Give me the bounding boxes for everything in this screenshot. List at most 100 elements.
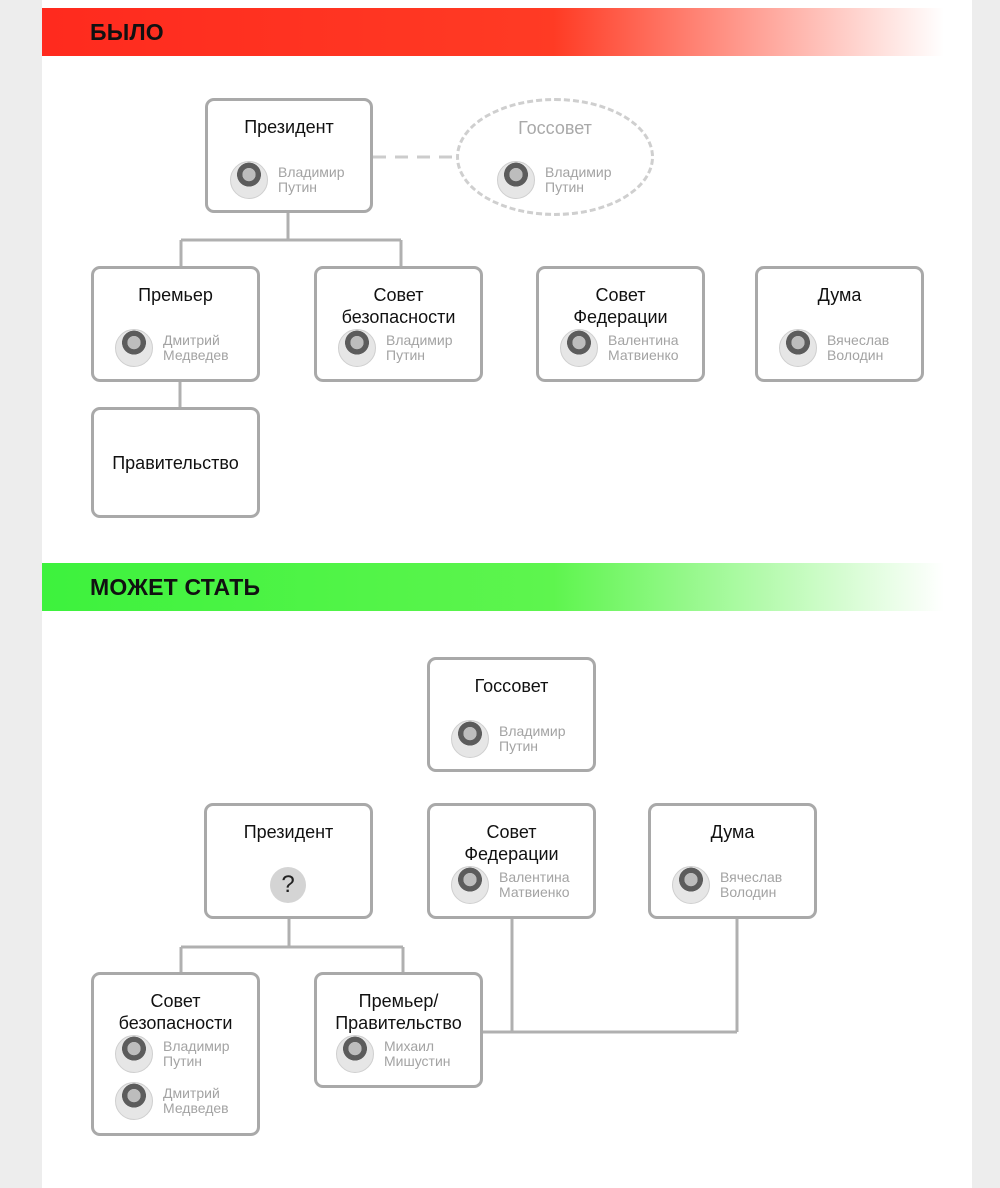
node-title: Президент <box>244 117 334 137</box>
person-name: Владимир Путин <box>386 333 453 363</box>
node-before-president: Президент Владимир Путин <box>205 98 373 213</box>
person-last-name: Матвиенко <box>608 347 679 363</box>
node-title: Совет Федерации <box>430 821 593 865</box>
node-title: Госсовет <box>474 676 549 696</box>
node-after-premier-government: Премьер/ Правительство Михаил Мишустин <box>314 972 483 1088</box>
person-last-name: Медведев <box>163 347 229 363</box>
person-first-name: Владимир <box>163 1038 230 1054</box>
portrait-matvienko-avatar <box>451 866 489 904</box>
person-first-name: Дмитрий <box>163 332 220 348</box>
portrait-putin-avatar <box>230 161 268 199</box>
person-last-name: Володин <box>720 884 777 900</box>
person-entry: Владимир Путин <box>497 161 612 199</box>
node-before-government: Правительство <box>91 407 260 518</box>
person-entry: Дмитрий Медведев <box>115 329 229 367</box>
person-entry: Владимир Путин <box>115 1035 230 1073</box>
person-name: Владимир Путин <box>278 165 345 195</box>
person-first-name: Валентина <box>499 869 570 885</box>
node-title: Президент <box>243 822 334 842</box>
section-banner-before: БЫЛО <box>42 8 972 56</box>
node-title: Дума <box>710 822 755 842</box>
person-last-name: Путин <box>278 179 318 195</box>
portrait-putin-avatar <box>497 161 535 199</box>
person-entry: Валентина Матвиенко <box>451 866 570 904</box>
portrait-putin-avatar <box>451 720 489 758</box>
portrait-mishustin-avatar <box>336 1035 374 1073</box>
portrait-putin-avatar <box>115 1035 153 1073</box>
person-first-name: Владимир <box>386 332 453 348</box>
node-title-line: Совет <box>373 285 424 305</box>
person-first-name: Владимир <box>545 164 612 180</box>
node-after-gossovet: Госсовет Владимир Путин <box>427 657 596 772</box>
person-entry: Вячеслав Володин <box>779 329 889 367</box>
node-title: Премьер/ Правительство <box>317 990 480 1034</box>
person-name: Владимир Путин <box>499 724 566 754</box>
person-name: Вячеслав Володин <box>720 870 782 900</box>
node-title-line: Совет <box>150 991 201 1011</box>
node-title-line: Правительство <box>335 1013 462 1033</box>
node-title-line: Федерации <box>573 307 668 327</box>
person-first-name: Владимир <box>499 723 566 739</box>
node-before-duma: Дума Вячеслав Володин <box>755 266 924 382</box>
person-entry: Михаил Мишустин <box>336 1035 451 1073</box>
unknown-question-icon: ? <box>270 867 306 903</box>
person-name: Валентина Матвиенко <box>499 870 570 900</box>
person-last-name: Путин <box>545 179 585 195</box>
node-title-line: Федерации <box>464 844 559 864</box>
portrait-medvedev-avatar <box>115 1082 153 1120</box>
person-entry: Владимир Путин <box>451 720 566 758</box>
person-name: Владимир Путин <box>163 1039 230 1069</box>
node-title: Премьер <box>138 285 213 305</box>
person-first-name: Вячеслав <box>827 332 890 348</box>
portrait-putin-avatar <box>338 329 376 367</box>
section-label-after: МОЖЕТ СТАТЬ <box>90 574 261 600</box>
person-last-name: Матвиенко <box>499 884 570 900</box>
portrait-medvedev-avatar <box>115 329 153 367</box>
section-label-before: БЫЛО <box>90 19 164 45</box>
person-first-name: Валентина <box>608 332 679 348</box>
portrait-matvienko-avatar <box>560 329 598 367</box>
node-title-line: Премьер/ <box>358 991 439 1011</box>
person-entry: Валентина Матвиенко <box>560 329 679 367</box>
person-last-name: Путин <box>386 347 426 363</box>
node-after-federation-council: Совет Федерации Валентина Матвиенко <box>427 803 596 919</box>
node-title-line: безопасности <box>341 307 456 327</box>
person-name: Владимир Путин <box>545 165 612 195</box>
person-last-name: Путин <box>499 738 539 754</box>
node-title: Совет Федерации <box>539 284 702 328</box>
node-after-duma: Дума Вячеслав Володин <box>648 803 817 919</box>
person-name: Вячеслав Володин <box>827 333 889 363</box>
person-first-name: Вячеслав <box>720 869 783 885</box>
node-after-security-council: Совет безопасности Владимир Путин Дмитри… <box>91 972 260 1136</box>
node-title: Госсовет <box>518 118 592 138</box>
node-title: Дума <box>817 285 862 305</box>
person-name: Михаил Мишустин <box>384 1039 451 1069</box>
node-title: Совет безопасности <box>94 990 257 1034</box>
node-before-federation-council: Совет Федерации Валентина Матвиенко <box>536 266 705 382</box>
person-last-name: Медведев <box>163 1100 229 1116</box>
person-entry: Владимир Путин <box>230 161 345 199</box>
node-title: Правительство <box>112 452 239 473</box>
person-name: Дмитрий Медведев <box>163 333 229 363</box>
person-last-name: Мишустин <box>384 1053 451 1069</box>
node-title-line: Совет <box>595 285 646 305</box>
node-title-line: безопасности <box>118 1013 233 1033</box>
person-entry: Вячеслав Володин <box>672 866 782 904</box>
person-first-name: Михаил <box>384 1038 435 1054</box>
node-title: Совет безопасности <box>317 284 480 328</box>
person-first-name: Владимир <box>278 164 345 180</box>
portrait-volodin-avatar <box>672 866 710 904</box>
person-name: Валентина Матвиенко <box>608 333 679 363</box>
node-title-line: Совет <box>486 822 537 842</box>
person-first-name: Дмитрий <box>163 1085 220 1101</box>
portrait-volodin-avatar <box>779 329 817 367</box>
node-before-security-council: Совет безопасности Владимир Путин <box>314 266 483 382</box>
node-before-premier: Премьер Дмитрий Медведев <box>91 266 260 382</box>
section-banner-after: МОЖЕТ СТАТЬ <box>42 563 972 611</box>
node-before-gossovet: Госсовет Владимир Путин <box>456 98 654 216</box>
person-entry: Дмитрий Медведев <box>115 1082 229 1120</box>
person-entry: Владимир Путин <box>338 329 453 367</box>
person-last-name: Володин <box>827 347 884 363</box>
node-after-president: Президент ? <box>204 803 373 919</box>
